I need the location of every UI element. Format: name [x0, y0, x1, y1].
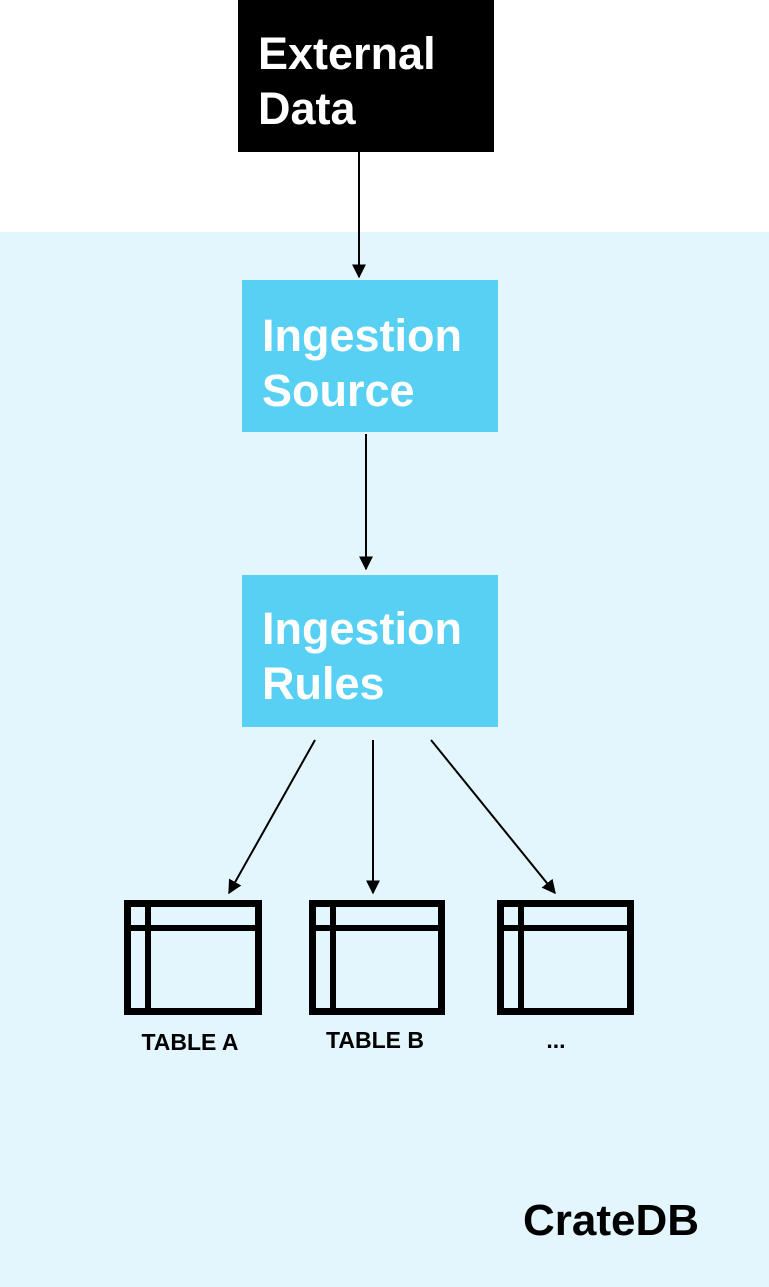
external-data-node: External Data [238, 0, 494, 152]
ingestion-rules-label-line2: Rules [262, 658, 385, 709]
ingestion-rules-label-line1: Ingestion [262, 603, 462, 654]
external-data-label-line2: Data [258, 83, 356, 134]
cratedb-brand-label: CrateDB [523, 1196, 700, 1245]
ingestion-source-node: Ingestion Source [242, 280, 498, 432]
ingestion-source-label-line1: Ingestion [262, 310, 462, 361]
table-icon [309, 900, 445, 1015]
ingestion-source-label-line2: Source [262, 365, 415, 416]
external-data-label-line1: External [258, 28, 436, 79]
arrow-rules-to-table-more [430, 739, 556, 895]
table-icon [124, 900, 262, 1015]
table-b-label: TABLE B [326, 1027, 424, 1053]
table-a-label: TABLE A [141, 1029, 239, 1055]
ingestion-rules-node: Ingestion Rules [242, 575, 498, 727]
table-icon [497, 900, 634, 1015]
more-tables-label: ... [546, 1027, 566, 1053]
arrow-rules-to-table-a [228, 739, 316, 895]
